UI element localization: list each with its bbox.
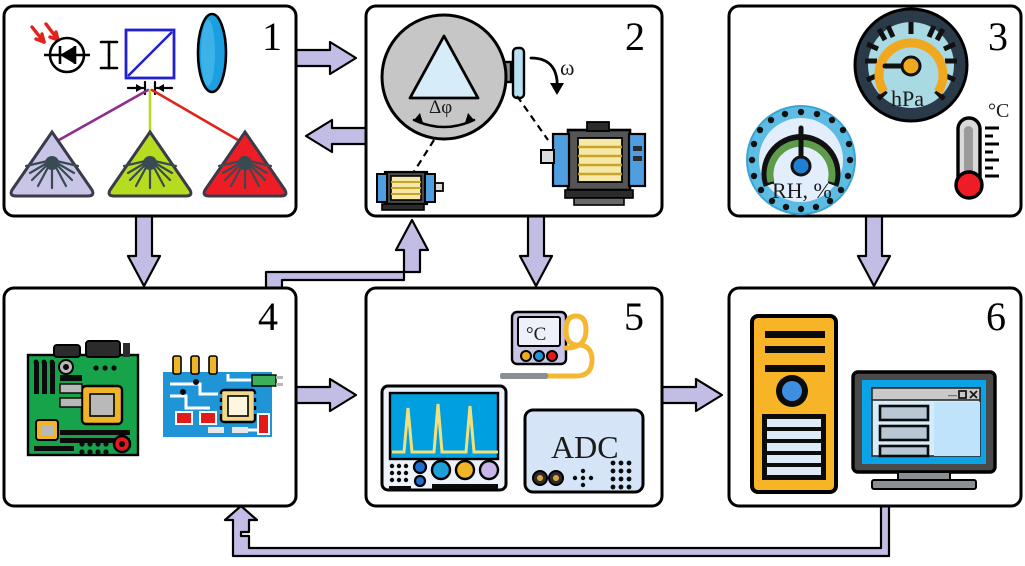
- incident-light-arrows-icon: [30, 22, 60, 44]
- adc-label: ADC: [551, 429, 619, 465]
- omega-arrowhead: [550, 83, 564, 95]
- laser-triangle-green: [107, 129, 193, 198]
- arrow-block1-to-block2: [294, 40, 358, 76]
- arrow-block5-to-block6: [660, 377, 724, 413]
- arrow-block6-to-block4-feedback: [223, 504, 891, 558]
- block-1-content: 1: [9, 12, 288, 198]
- pressure-gauge-label: hPa: [891, 86, 924, 111]
- motor-large-icon: [540, 121, 647, 206]
- adc-unit: ADC: [523, 408, 645, 494]
- monitor-icon: —: [851, 370, 997, 490]
- laser-triangle-violet: [9, 129, 95, 198]
- adc-pin-grid: [610, 460, 632, 490]
- laser-triangle-red: [202, 129, 288, 198]
- block-6-content: — 6: [750, 294, 1006, 494]
- ground-symbol-icon: [99, 40, 119, 70]
- lens-icon: [196, 12, 228, 94]
- beam-splitter-icon: [124, 28, 176, 80]
- angular-velocity-label: ω: [560, 55, 574, 80]
- phase-shift-label: Δφ: [429, 97, 452, 118]
- block-4-content: 4: [26, 294, 283, 457]
- oscilloscope-icon: [380, 384, 508, 492]
- oscilloscope-keypad: [389, 463, 409, 483]
- window-minimize-icon: —: [948, 390, 957, 400]
- rotating-prism-icon: Δφ: [380, 13, 508, 141]
- arrow-block2-to-block5: [518, 214, 554, 288]
- block-5-number: 5: [624, 294, 644, 339]
- humidity-gauge-label: RH, %: [772, 178, 832, 203]
- adc-indicator-dots: [572, 468, 594, 488]
- block-1-number: 1: [262, 14, 282, 59]
- temperature-meter-icon: °C: [500, 310, 595, 379]
- block-3-content: hPa RH, %: [746, 7, 1009, 215]
- microcontroller-board-icon: [163, 355, 283, 437]
- pressure-gauge-icon: hPa: [853, 7, 969, 123]
- block-3-number: 3: [988, 14, 1008, 59]
- server-tower-icon: [750, 314, 838, 494]
- block-2-number: 2: [625, 14, 645, 59]
- block-6-number: 6: [986, 294, 1006, 339]
- arrow-block1-to-block4: [126, 214, 162, 288]
- humidity-gauge-icon: RH, %: [746, 105, 856, 215]
- arrow-block3-to-block6: [856, 214, 892, 288]
- humidity-tick-ring: [748, 108, 854, 213]
- motherboard-icon: [26, 340, 140, 457]
- motor-small-icon: [376, 170, 444, 211]
- arrow-block5-to-block2: [264, 218, 430, 290]
- photodiode-icon: [44, 36, 90, 74]
- thermometer-icon: °C: [954, 100, 1009, 200]
- thermometer-scale: [985, 126, 999, 178]
- arrow-block4-to-block5: [294, 377, 358, 413]
- block-4-number: 4: [258, 294, 278, 339]
- block-2-content: Δφ ω: [376, 13, 647, 211]
- thermometer-label: °C: [988, 100, 1009, 122]
- temperature-meter-label: °C: [526, 324, 546, 345]
- connectors-layer: [126, 40, 892, 558]
- arrow-block2-to-block1: [304, 118, 368, 154]
- block-5-content: °C: [380, 294, 645, 494]
- beam-paths: [57, 88, 240, 142]
